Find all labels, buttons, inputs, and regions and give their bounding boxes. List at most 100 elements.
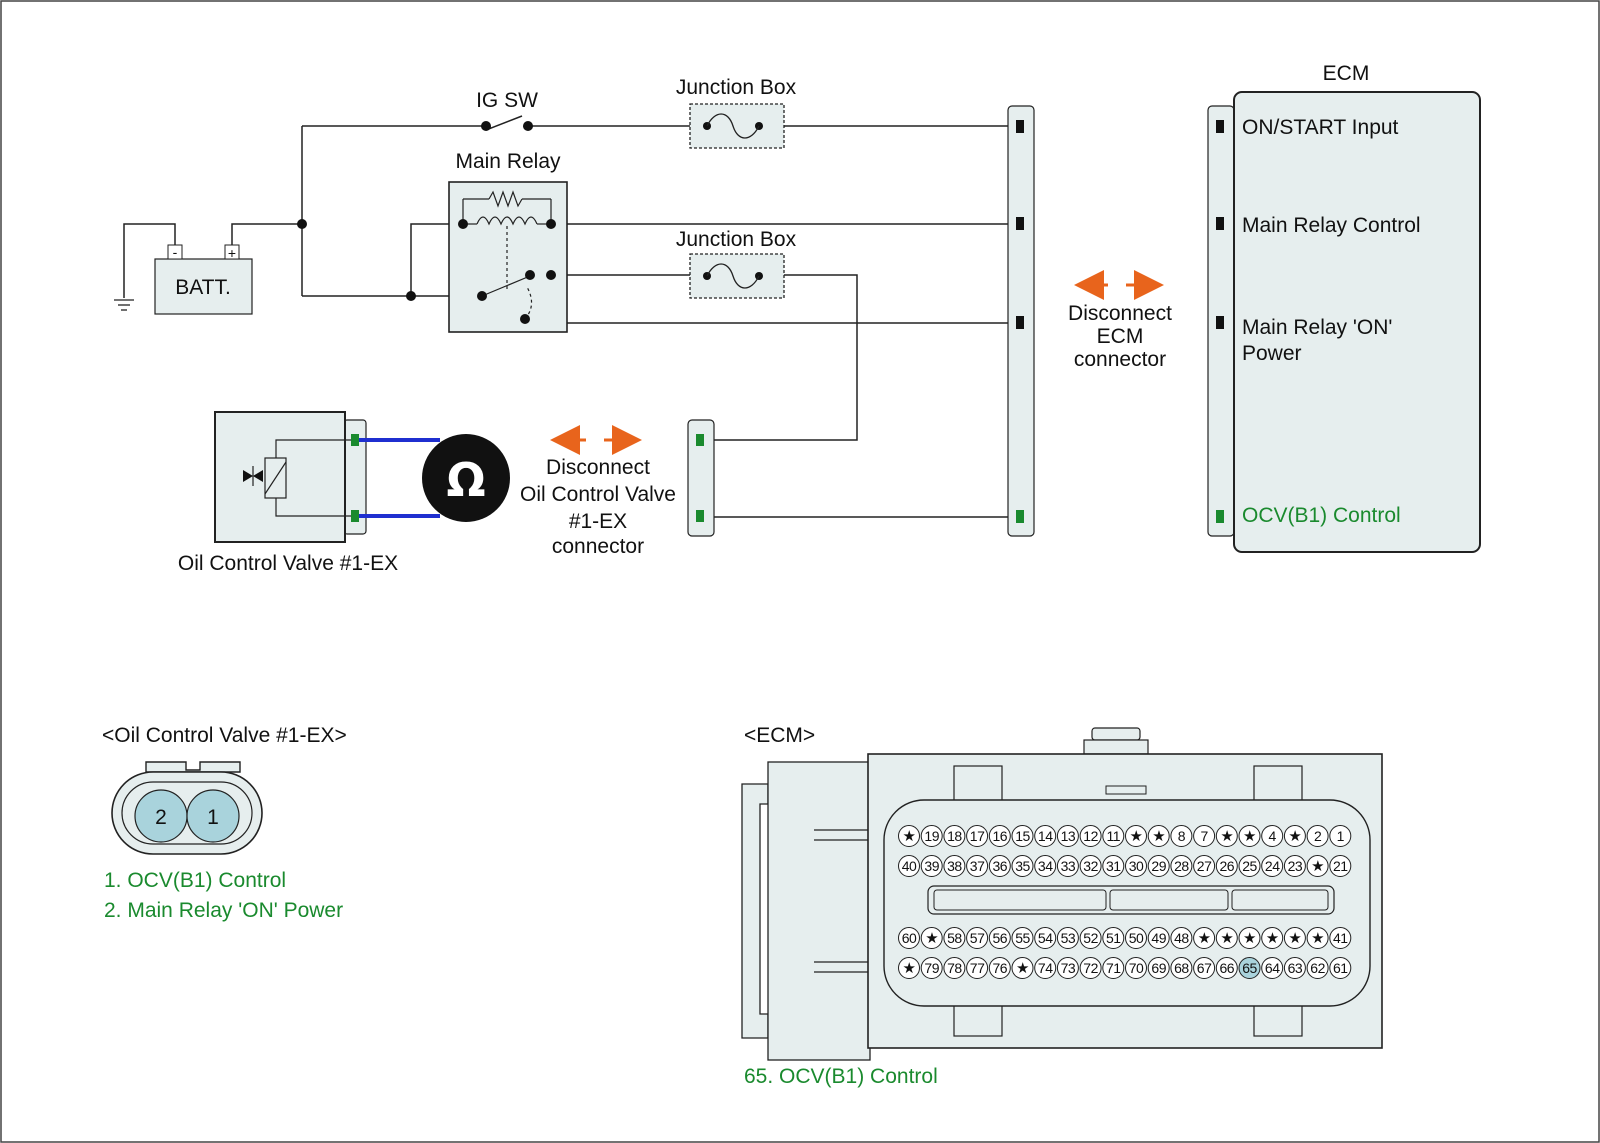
solenoid-icon	[264, 439, 351, 517]
ecm-pin-3-6	[1034, 957, 1057, 979]
ecm-pin-ocv-control: OCV(B1) Control	[1242, 504, 1401, 527]
ecm-pin-2-4	[988, 927, 1011, 949]
ecm-pin-label: ★	[1266, 930, 1279, 947]
ecm-pin-2-8	[1079, 927, 1102, 949]
ecm-pin-2-12	[1170, 927, 1193, 949]
ecm-pin-1-9	[1102, 855, 1125, 877]
ecm-pin-label: 37	[970, 858, 985, 874]
ecm-pin-3-1	[920, 957, 943, 979]
ecm-pin-label: 49	[1151, 930, 1166, 946]
ecm-pin-label: 26	[1220, 858, 1235, 874]
ecm-pin-3-18	[1306, 957, 1329, 979]
ecm-pin-label: 35	[1015, 858, 1030, 874]
ig-sw-label: IG SW	[476, 89, 538, 112]
ecm-pin-0-0	[898, 825, 920, 847]
ecm-pin-1-1	[920, 855, 943, 877]
ecm-pin-3-0	[898, 957, 920, 979]
relay-coil-feed	[410, 223, 449, 296]
battery-plus-label: +	[228, 245, 236, 261]
ig-switch: IG SW	[476, 89, 538, 131]
ecm-pin-label: 52	[1083, 930, 1098, 946]
ecm-pin-label: 18	[947, 828, 962, 844]
ecm-pin-label: 63	[1288, 960, 1303, 976]
ecm-pin-label: 28	[1174, 858, 1189, 874]
ecm-pin-label: 65	[1242, 960, 1257, 976]
ground-icon	[114, 299, 134, 311]
ecm-pin-2-5	[1011, 927, 1034, 949]
ocv-power-wire	[704, 274, 858, 441]
ecm-pin-3-4	[988, 957, 1011, 979]
ecm-pin-label: 8	[1178, 828, 1186, 844]
ocv-legend-1: 1. OCV(B1) Control	[104, 869, 286, 892]
ocv-harness-connector	[687, 419, 715, 537]
ground-wire	[123, 223, 176, 298]
ecm-pin-1-11	[1147, 855, 1170, 877]
ecm-pin-2-13	[1193, 927, 1216, 949]
ecm-pin-label: 62	[1310, 960, 1325, 976]
ecm-pin-label: 12	[1083, 828, 1098, 844]
ecm-pin-label: 33	[1061, 858, 1076, 874]
ecm-pin-label: 21	[1333, 858, 1348, 874]
ecm-pin-label: ★	[1288, 828, 1301, 845]
ecm-pin-label: 31	[1106, 858, 1121, 874]
ecm-pin-label: 7	[1200, 828, 1208, 844]
ocv-pin-1	[186, 789, 240, 843]
ecm-pin-label: 73	[1061, 960, 1076, 976]
ecm-connector-legend: 65. OCV(B1) Control	[744, 1065, 938, 1088]
ecm-pin-2-14	[1215, 927, 1238, 949]
ecm-pin-label: 58	[947, 930, 962, 946]
ecm-pin-2-16	[1261, 927, 1284, 949]
ecm-pin-label: ★	[1016, 960, 1029, 977]
ecm-pin-1-16	[1261, 855, 1284, 877]
ecm-pin-label: 30	[1129, 858, 1144, 874]
ecm-pin-0-8	[1079, 825, 1102, 847]
ecm-disconnect-line-3: connector	[1074, 348, 1166, 371]
ecm-label: ECM	[1323, 62, 1370, 85]
fuse-icon	[706, 263, 760, 289]
ocv-connector-title: <Oil Control Valve #1-EX>	[102, 724, 347, 747]
ecm-pin-label: ★	[1220, 828, 1233, 845]
main-relay-on-power-wire	[552, 275, 1020, 324]
battery-minus-label: -	[173, 244, 178, 260]
junction-box-1: Junction Box	[676, 76, 797, 149]
ecm-pin-label: ★	[1311, 930, 1324, 947]
ecm-pin-label: ★	[1243, 828, 1256, 845]
fuse-icon	[706, 113, 760, 139]
ecm-pin-label: 61	[1333, 960, 1348, 976]
ecm-connector-title: <ECM>	[744, 724, 815, 747]
ecm-harness-connector	[1007, 105, 1035, 537]
ocv-pin-1-label: 1	[207, 806, 219, 829]
ecm-pin-2-11	[1147, 927, 1170, 949]
ecm-pin-2-3	[966, 927, 989, 949]
ecm-disconnect-indicator: Disconnect ECM connector	[1068, 270, 1172, 371]
junction-box-1-label: Junction Box	[676, 76, 797, 99]
ecm-pin-0-14	[1215, 825, 1238, 847]
ocv-legend-2: 2. Main Relay 'ON' Power	[104, 899, 343, 922]
ecm-pin-0-18	[1306, 825, 1329, 847]
ecm-pin-3-12	[1170, 957, 1193, 979]
ecm-pin-label: 17	[970, 828, 985, 844]
ecm-module: ECM ON/START Input Main Relay Control Ma…	[1207, 62, 1481, 553]
ecm-pin-label: 38	[947, 858, 962, 874]
ocv-disconnect-line-3: #1-EX	[569, 510, 627, 533]
ecm-pin-label: 69	[1151, 960, 1166, 976]
ecm-pin-2-0	[898, 927, 920, 949]
ecm-pin-0-15	[1238, 825, 1261, 847]
ecm-pin-label: 76	[993, 960, 1008, 976]
ecm-pin-label: 4	[1269, 828, 1277, 844]
ecm-pin-3-19	[1329, 957, 1352, 979]
ecm-pin-main-relay-on-power-1: Main Relay 'ON'	[1242, 316, 1392, 339]
ecm-pin-0-19	[1329, 825, 1352, 847]
ecm-pin-0-4	[988, 825, 1011, 847]
ecm-pin-2-18	[1306, 927, 1329, 949]
ecm-pin-1-2	[943, 855, 966, 877]
ohm-icon	[422, 434, 510, 522]
ecm-pin-0-17	[1283, 825, 1306, 847]
ecm-pin-1-5	[1011, 855, 1034, 877]
ecm-pin-label: 68	[1174, 960, 1189, 976]
ecm-pin-label: 32	[1083, 858, 1098, 874]
ecm-pin-label: 39	[924, 858, 939, 874]
ecm-pin-0-5	[1011, 825, 1034, 847]
